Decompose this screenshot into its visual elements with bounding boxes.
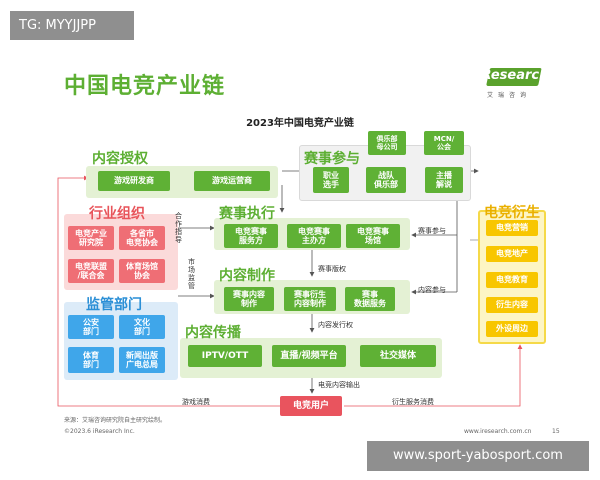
event-venue-box: 电竞赛事 场馆 (346, 224, 400, 248)
cooperation-guidance-label: 合 作 指 导 (175, 212, 182, 245)
event-participation-label: 赛事参与 (418, 227, 446, 235)
esports-institute-box: 电竞产业 研究院 (68, 226, 114, 250)
derivative-content-box: 衍生内容 (486, 297, 538, 313)
public-security-box: 公安 部门 (68, 315, 114, 339)
derivative-consumption-label: 衍生服务消费 (392, 398, 434, 406)
game-developer-box: 游戏研发商 (98, 171, 170, 191)
event-service-provider-box: 电竞赛事 服务方 (224, 224, 278, 248)
event-participation-title: 赛事参与 (304, 151, 360, 167)
live-video-platform-box: 直播/视频平台 (272, 345, 346, 367)
pro-player-box: 职业 选手 (313, 167, 349, 193)
derivatives-title: 电竞衍生 (484, 205, 540, 221)
logo-brand: iResearch (477, 68, 549, 83)
website: www.iresearch.com.cn (464, 428, 532, 435)
event-content-production-box: 赛事内容 制作 (224, 287, 274, 311)
esports-league-box: 电竞联盟 /联合会 (68, 259, 114, 283)
streamer-commentator-box: 主播 解说 (425, 167, 463, 193)
content-output-label: 电竞内容输出 (318, 381, 360, 389)
team-club-box: 战队 俱乐部 (366, 167, 406, 193)
content-distribution-rights-label: 内容发行权 (318, 321, 353, 329)
stadium-association-box: 体育场馆 协会 (119, 259, 165, 283)
esports-marketing-box: 电竞营销 (486, 220, 538, 236)
page-number: 15 (552, 428, 560, 435)
esports-realestate-box: 电竞地产 (486, 246, 538, 262)
content-distribution-title: 内容传播 (185, 325, 241, 341)
derivative-content-production-box: 赛事衍生 内容制作 (284, 287, 336, 311)
copyright: ©2023.6 iResearch Inc. (64, 428, 135, 435)
logo-subtitle: 艾瑞咨询 (487, 92, 532, 99)
source-note: 来源：艾瑞咨询研究院自主研究绘制。 (64, 417, 167, 424)
industry-org-title: 行业组织 (89, 206, 145, 222)
page-title: 中国电竞产业链 (64, 74, 226, 99)
game-consumption-label: 游戏消费 (182, 398, 210, 406)
event-rights-label: 赛事版权 (318, 265, 346, 273)
content-participation-label: 内容参与 (418, 286, 446, 294)
event-organizer-box: 电竞赛事 主办方 (287, 224, 341, 248)
watermark: www.sport-yabosport.com (367, 441, 589, 471)
event-execution-title: 赛事执行 (219, 206, 275, 222)
club-parent-company-box: 俱乐部 母公司 (368, 131, 406, 155)
esports-user-box: 电竞用户 (280, 396, 342, 416)
overlay-tag: TG: MYYJJPP (10, 11, 134, 40)
market-supervision-label: 市 场 监 管 (188, 258, 195, 291)
sports-dept-box: 体育 部门 (68, 347, 114, 373)
diagram-title: 2023年中国电竞产业链 (246, 118, 354, 129)
content-production-title: 内容制作 (219, 268, 275, 284)
culture-dept-box: 文化 部门 (119, 315, 165, 339)
social-media-box: 社交媒体 (360, 345, 436, 367)
press-broadcast-box: 新闻出版 广电总局 (119, 347, 165, 373)
content-licensing-title: 内容授权 (92, 151, 148, 167)
mcn-guild-box: MCN/ 公会 (424, 131, 464, 155)
peripheral-merch-box: 外设周边 (486, 321, 538, 337)
provincial-association-box: 各省市 电竞协会 (119, 226, 165, 250)
game-operator-box: 游戏运营商 (194, 171, 270, 191)
regulators-title: 监管部门 (86, 297, 142, 313)
event-data-service-box: 赛事 数据服务 (345, 287, 395, 311)
iptv-ott-box: IPTV/OTT (188, 345, 262, 367)
esports-education-box: 电竞教育 (486, 272, 538, 288)
